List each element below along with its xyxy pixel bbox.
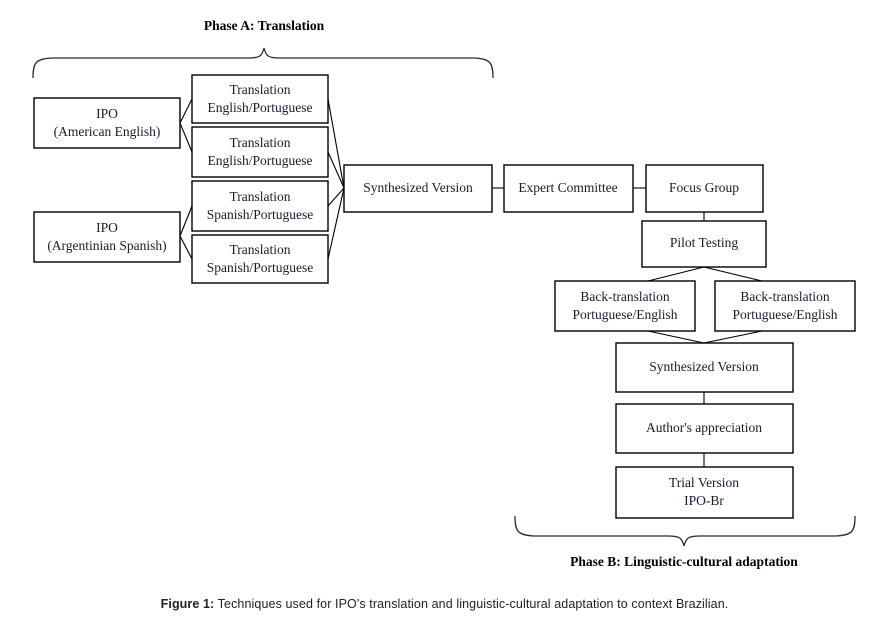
node-authors-appreciation-label: Author's appreciation [646,420,762,435]
node-translation-spanish-1-line1: Translation [229,189,290,204]
node-translation-spanish-1-line2: Spanish/Portuguese [207,207,314,222]
node-translation-english-1[interactable]: Translation English/Portuguese [191,74,329,124]
node-back-translation-right[interactable]: Back-translation Portuguese/English [714,280,856,332]
node-expert-committee[interactable]: Expert Committee [503,164,634,213]
node-pilot-testing-label: Pilot Testing [670,235,738,250]
node-back-translation-right-line1: Back-translation [740,289,829,304]
node-focus-group[interactable]: Focus Group [645,164,764,213]
node-synthesized-version-b-label: Synthesized Version [649,359,759,374]
node-ipo-american-english[interactable]: IPO (American English) [33,97,181,149]
node-translation-english-1-line2: English/Portuguese [208,100,313,115]
connectors-backtranslations-to-synthesis [647,330,763,344]
node-synthesized-version-b[interactable]: Synthesized Version [615,342,794,393]
connectors-ipo-english [179,98,193,153]
node-translation-spanish-2-line2: Spanish/Portuguese [207,260,314,275]
node-back-translation-left-line2: Portuguese/English [573,307,678,322]
node-back-translation-right-line2: Portuguese/English [733,307,838,322]
node-translation-spanish-1[interactable]: Translation Spanish/Portuguese [191,180,329,232]
phase-b-label: Phase B: Linguistic-cultural adaptation [570,554,798,569]
node-synthesized-version-a-label: Synthesized Version [363,180,473,195]
node-translation-english-2-line1: Translation [229,135,290,150]
connectors-pilot-to-backtranslations [647,266,763,282]
node-pilot-testing[interactable]: Pilot Testing [641,220,767,268]
figure-caption-prefix: Figure 1: [160,597,215,611]
node-ipo-american-english-line1: IPO [96,106,118,121]
node-translation-spanish-2-line1: Translation [229,242,290,257]
node-ipo-american-english-line2: (American English) [54,124,161,139]
node-expert-committee-label: Expert Committee [518,180,617,195]
connectors-translations-to-synthesis [327,98,345,260]
node-translation-english-2[interactable]: Translation English/Portuguese [191,126,329,178]
phase-b-brace [514,515,856,547]
node-focus-group-label: Focus Group [669,180,739,195]
node-authors-appreciation[interactable]: Author's appreciation [615,403,794,454]
node-trial-version[interactable]: Trial Version IPO-Br [615,466,794,519]
phase-a-brace [32,47,494,79]
figure-caption-text: Techniques used for IPO's translation an… [214,597,729,611]
node-ipo-argentinian-spanish[interactable]: IPO (Argentinian Spanish) [33,211,181,263]
node-back-translation-left-line1: Back-translation [580,289,669,304]
figure-caption: Figure 1: Techniques used for IPO's tran… [0,597,889,611]
connectors-ipo-spanish [179,205,193,260]
node-back-translation-left[interactable]: Back-translation Portuguese/English [554,280,696,332]
node-synthesized-version-a[interactable]: Synthesized Version [343,164,493,213]
node-ipo-argentinian-spanish-line2: (Argentinian Spanish) [47,238,166,253]
node-translation-english-1-line1: Translation [229,82,290,97]
node-translation-english-2-line2: English/Portuguese [208,153,313,168]
node-trial-version-line1: Trial Version [669,475,739,490]
node-trial-version-line2: IPO-Br [684,493,724,508]
node-translation-spanish-2[interactable]: Translation Spanish/Portuguese [191,234,329,284]
node-ipo-argentinian-spanish-line1: IPO [96,220,118,235]
phase-a-label: Phase A: Translation [204,18,325,33]
